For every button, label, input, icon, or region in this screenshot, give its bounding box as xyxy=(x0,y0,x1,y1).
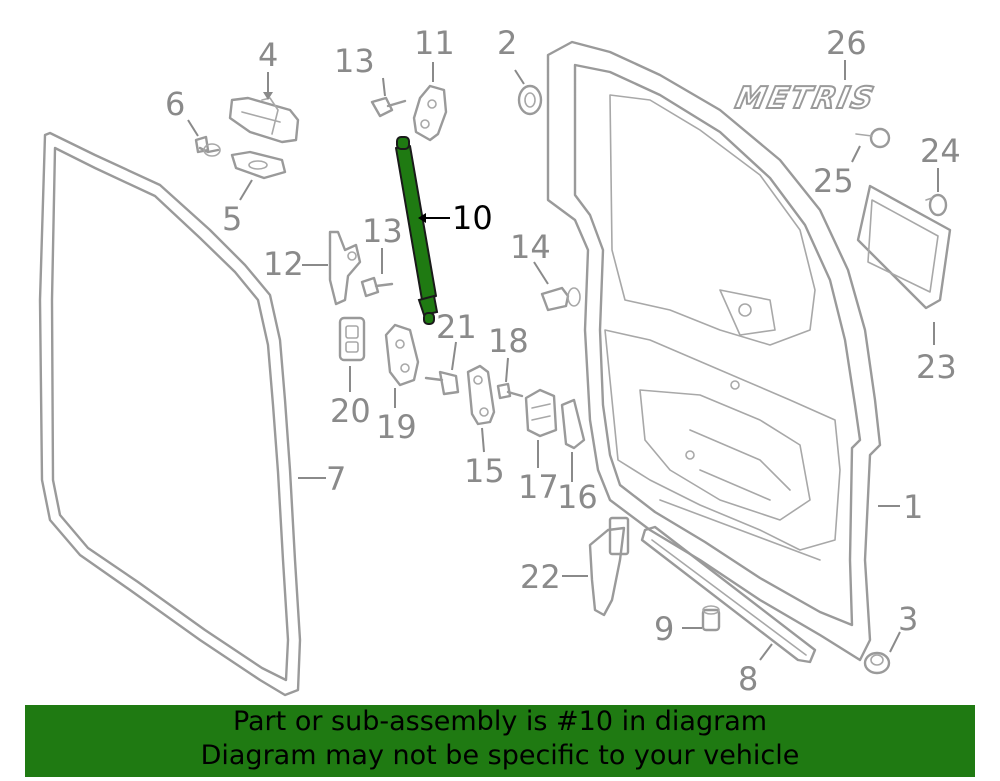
part-20-lock[interactable] xyxy=(338,316,366,362)
part-9-stop[interactable] xyxy=(701,605,721,632)
part-21-screw[interactable] xyxy=(424,370,460,396)
callout-17: 17 xyxy=(518,468,559,506)
part-24-screw[interactable] xyxy=(925,193,948,217)
callout-22: 22 xyxy=(520,558,561,596)
part-4-hinge[interactable] xyxy=(228,96,300,144)
part-1-rear-door[interactable] xyxy=(546,40,882,662)
callout-13-upper: 13 xyxy=(334,42,375,80)
callout-14: 14 xyxy=(510,228,551,266)
callout-13-lower: 13 xyxy=(362,212,403,250)
callout-19: 19 xyxy=(376,408,417,446)
callout-11: 11 xyxy=(414,24,455,62)
callout-10: 10 xyxy=(452,199,493,237)
notice-banner: Part or sub-assembly is #10 in diagram D… xyxy=(25,705,975,777)
callout-23: 23 xyxy=(916,348,957,386)
callout-8: 8 xyxy=(738,660,758,698)
part-18-bolt[interactable] xyxy=(496,382,524,400)
callout-5: 5 xyxy=(222,200,242,238)
callout-6: 6 xyxy=(165,85,185,123)
callout-7: 7 xyxy=(326,460,346,498)
part-8-sill-strip[interactable] xyxy=(640,525,817,664)
callout-4: 4 xyxy=(258,36,278,74)
banner-line-2: Diagram may not be specific to your vehi… xyxy=(200,740,800,771)
part-17-plate[interactable] xyxy=(524,388,558,438)
callout-9: 9 xyxy=(654,610,674,648)
callout-15: 15 xyxy=(464,452,505,490)
callout-20: 20 xyxy=(330,392,371,430)
callout-labels: 4 6 5 13 11 2 26 24 25 23 12 13 10 14 21… xyxy=(165,24,961,698)
part-12-bracket[interactable] xyxy=(328,230,362,306)
part-3-bumper[interactable] xyxy=(863,651,891,675)
callout-12: 12 xyxy=(263,245,304,283)
part-19-latch[interactable] xyxy=(384,323,420,387)
callout-25: 25 xyxy=(813,162,854,200)
part-13-screw-upper[interactable] xyxy=(370,96,407,118)
callout-1: 1 xyxy=(903,488,923,526)
part-13-screw-lower[interactable] xyxy=(360,276,394,298)
part-5-plate[interactable] xyxy=(230,150,287,180)
callout-2: 2 xyxy=(497,24,517,62)
callout-16: 16 xyxy=(557,478,598,516)
callout-24: 24 xyxy=(920,132,961,170)
callout-18: 18 xyxy=(488,322,529,360)
part-14-clip[interactable] xyxy=(540,286,581,312)
callout-26: 26 xyxy=(826,24,867,62)
brand-logo: METRIS xyxy=(732,81,878,116)
callout-21: 21 xyxy=(436,308,477,346)
leader-lines xyxy=(187,60,939,661)
part-10-gas-strut[interactable] xyxy=(395,136,439,325)
part-7-weatherstrip[interactable] xyxy=(38,131,302,697)
part-11-bracket[interactable] xyxy=(412,84,448,142)
part-15-strap[interactable] xyxy=(466,364,496,426)
part-6-bolt[interactable] xyxy=(194,135,221,157)
part-25-screw[interactable] xyxy=(855,127,891,149)
part-23-plate[interactable] xyxy=(856,184,952,310)
banner-line-1: Part or sub-assembly is #10 in diagram xyxy=(232,706,768,737)
part-16-cover[interactable] xyxy=(560,398,586,450)
part-26-emblem[interactable]: METRIS xyxy=(731,80,879,117)
part-22-handle[interactable] xyxy=(588,516,630,617)
part-2-bumper[interactable] xyxy=(517,84,543,116)
callout-3: 3 xyxy=(898,600,918,638)
